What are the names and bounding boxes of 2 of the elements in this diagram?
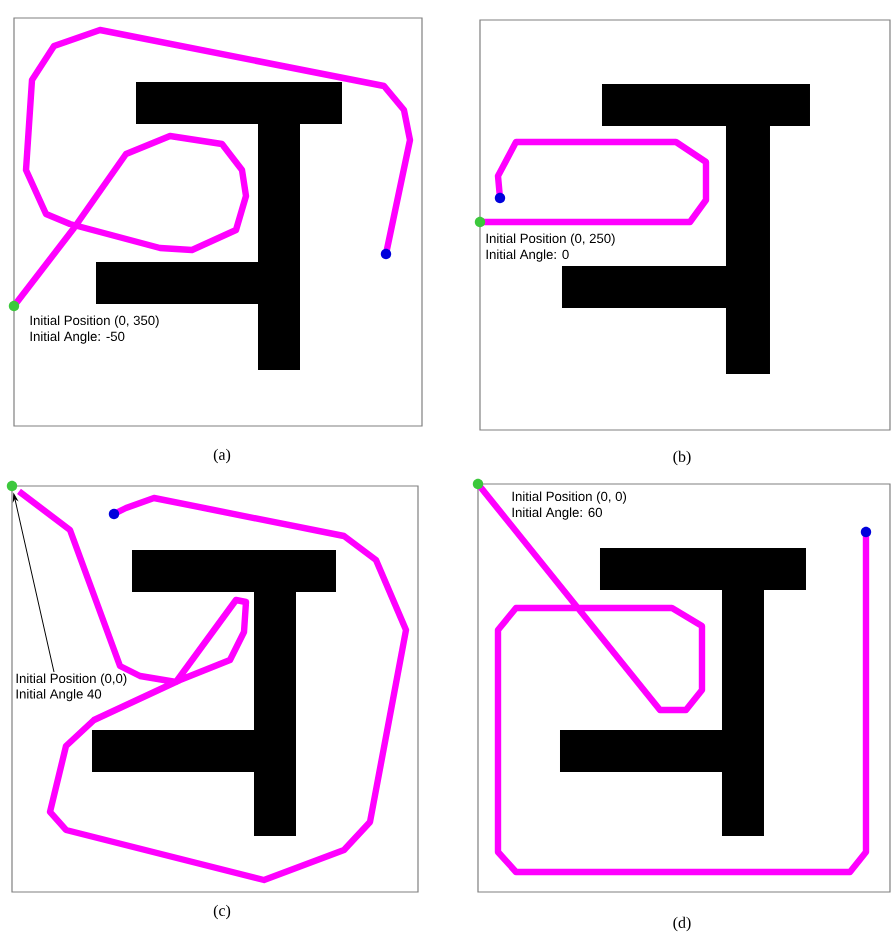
leader-arrow — [12, 493, 55, 673]
start-point — [6, 480, 18, 492]
